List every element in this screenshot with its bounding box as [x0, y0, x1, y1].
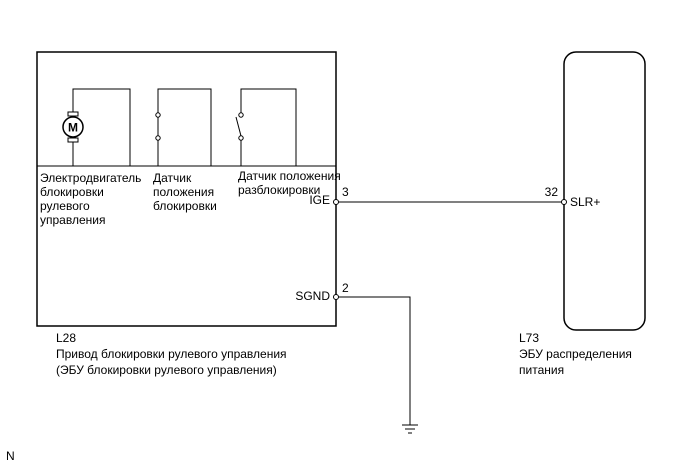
l28-name-line1: Привод блокировки рулевого управления — [56, 347, 287, 361]
unlock-sensor-label: Датчик положения разблокировки — [238, 169, 344, 197]
l28-code: L28 — [56, 331, 76, 345]
motor-symbol: M — [68, 121, 78, 135]
unlock-sensor-switch — [235, 88, 297, 166]
l73-unit-box — [563, 51, 646, 331]
l28-unit-box — [36, 51, 337, 327]
l73-name-line1: ЭБУ распределения — [519, 347, 632, 361]
lock-sensor-label: Датчик положения блокировки — [153, 171, 217, 213]
slr-pin-number: 32 — [545, 185, 559, 199]
ige-pin-number: 3 — [342, 185, 349, 199]
sgnd-terminal — [333, 294, 339, 300]
l28-name-line2: (ЭБУ блокировки рулевого управления) — [56, 363, 277, 377]
sgnd-pin-number: 2 — [342, 281, 349, 295]
sgnd-ground-wire — [338, 296, 411, 425]
slr-pin-name: SLR+ — [570, 195, 600, 209]
ground-icon — [402, 424, 418, 434]
motor-label: Электродвигатель блокировки рулевого упр… — [40, 171, 145, 227]
ige-pin-name: IGE — [309, 193, 330, 207]
sgnd-pin-name: SGND — [295, 289, 330, 303]
motor-circuit: M — [62, 88, 131, 166]
ige-terminal — [333, 199, 339, 205]
l73-name-line2: питания — [519, 363, 564, 377]
corner-mark: N — [6, 449, 15, 463]
lock-sensor-switch — [155, 88, 212, 166]
motor-icon — [62, 116, 84, 138]
slr-terminal — [561, 199, 567, 205]
l73-code: L73 — [519, 331, 539, 345]
